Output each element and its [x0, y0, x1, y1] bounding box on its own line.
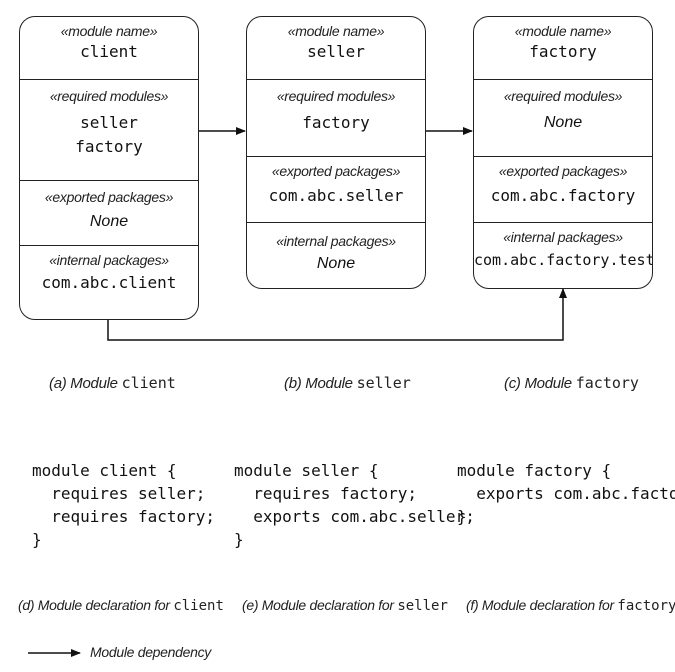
stereotype-label: «module name» — [287, 23, 385, 39]
caption-module-factory: (c) Module factory — [504, 374, 639, 392]
module-box-seller: «module name» seller «required modules» … — [246, 16, 426, 289]
stereotype-label: «exported packages» — [271, 163, 401, 179]
required-module: None — [543, 114, 583, 131]
code-line: requires seller; — [32, 484, 206, 503]
stereotype-label: «required modules» — [49, 88, 169, 104]
code-line: module factory { — [457, 461, 612, 480]
module-name: client — [80, 42, 138, 61]
code-line: } — [234, 530, 244, 549]
exported-package: com.abc.seller — [268, 186, 404, 205]
required-module: seller — [80, 113, 138, 132]
exported-package: com.abc.factory — [490, 186, 636, 205]
caption-module-seller: (b) Module seller — [284, 374, 411, 392]
code-line: module client { — [32, 461, 177, 480]
module-name-section: «module name» seller — [247, 17, 425, 79]
code-line: exports com.abc.factory; — [476, 484, 675, 503]
exported-packages-section: «exported packages» com.abc.seller — [247, 156, 425, 222]
stereotype-label: «internal packages» — [49, 252, 169, 268]
module-name-section: «module name» client — [20, 17, 198, 79]
declaration-seller: module seller { requires factory; export… — [234, 459, 475, 551]
code-line: } — [32, 530, 42, 549]
module-name: factory — [529, 42, 597, 61]
exported-packages-section: «exported packages» com.abc.factory — [474, 156, 652, 222]
caption-module-client: (a) Module client — [49, 374, 176, 392]
caption-declaration-seller: (e) Module declaration for seller — [242, 597, 448, 614]
caption-text: (e) Module declaration for — [242, 597, 398, 613]
stereotype-label: «module name» — [514, 23, 612, 39]
caption-code: client — [121, 374, 176, 392]
stereotype-label: «module name» — [60, 23, 158, 39]
required-modules-section: «required modules» None — [474, 79, 652, 156]
internal-package: None — [316, 255, 356, 272]
internal-package: com.abc.client — [41, 273, 177, 292]
internal-package: com.abc.factory.test — [474, 251, 653, 269]
stereotype-label: «exported packages» — [498, 163, 628, 179]
declaration-client: module client { requires seller; require… — [32, 459, 215, 551]
caption-code: factory — [617, 598, 675, 614]
stereotype-label: «required modules» — [503, 88, 623, 104]
caption-text: (c) Module — [504, 375, 576, 392]
internal-packages-section: «internal packages» com.abc.factory.test — [474, 222, 653, 288]
required-module: factory — [302, 113, 370, 132]
code-line: module seller { — [234, 461, 379, 480]
caption-text: (d) Module declaration for — [18, 597, 174, 613]
code-line: requires factory; — [32, 507, 216, 526]
stereotype-label: «internal packages» — [503, 229, 623, 245]
module-name-section: «module name» factory — [474, 17, 652, 79]
caption-code: client — [173, 598, 224, 614]
code-line: requires factory; — [234, 484, 418, 503]
exported-package: None — [89, 213, 129, 230]
module-box-client: «module name» client «required modules» … — [19, 16, 199, 320]
caption-declaration-client: (d) Module declaration for client — [18, 597, 224, 614]
module-box-factory: «module name» factory «required modules»… — [473, 16, 653, 289]
arrow-client-to-factory — [107, 288, 567, 341]
caption-declaration-factory: (f) Module declaration for factory — [466, 597, 675, 614]
stereotype-label: «internal packages» — [276, 233, 396, 249]
declaration-factory: module factory { exports com.abc.factory… — [457, 459, 675, 528]
required-modules-section: «required modules» factory — [247, 79, 425, 156]
internal-packages-section: «internal packages» com.abc.client — [20, 245, 198, 319]
caption-code: seller — [356, 374, 411, 392]
stereotype-label: «required modules» — [276, 88, 396, 104]
required-modules-section: «required modules» seller factory — [20, 79, 198, 180]
caption-code: seller — [397, 598, 448, 614]
legend-label: Module dependency — [90, 644, 211, 660]
caption-text: (f) Module declaration for — [466, 597, 618, 613]
code-line: } — [457, 507, 467, 526]
required-module: factory — [75, 137, 143, 156]
caption-text: (b) Module — [284, 375, 357, 392]
exported-packages-section: «exported packages» None — [20, 180, 198, 245]
code-line: exports com.abc.seller; — [234, 507, 475, 526]
caption-text: (a) Module — [49, 375, 122, 392]
caption-code: factory — [575, 374, 639, 392]
internal-packages-section: «internal packages» None — [247, 222, 425, 288]
module-name: seller — [307, 42, 365, 61]
stereotype-label: «exported packages» — [44, 189, 174, 205]
